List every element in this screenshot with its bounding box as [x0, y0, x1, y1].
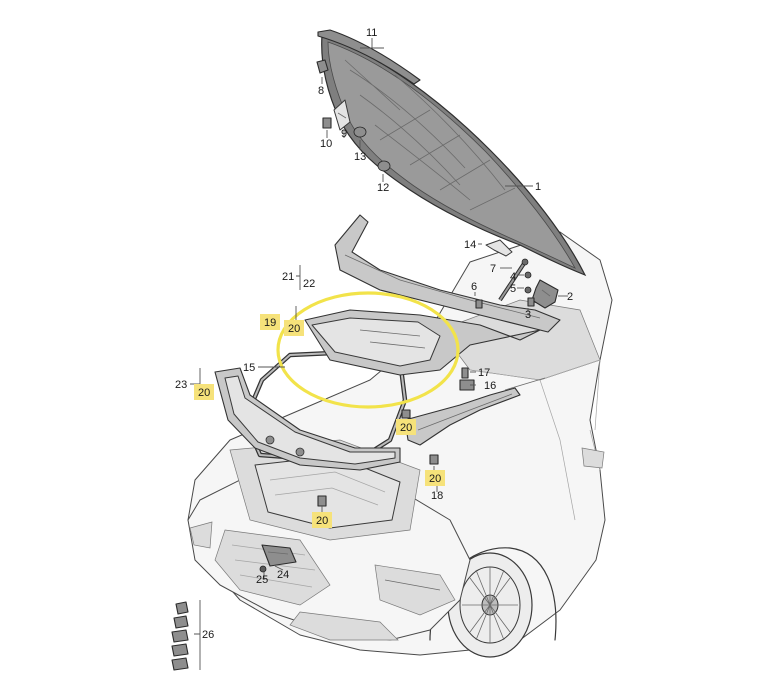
callout-11: 11 — [366, 27, 377, 39]
front-wheel — [447, 552, 533, 658]
callout-26: 26 — [202, 629, 214, 641]
callout-13: 13 — [354, 151, 366, 163]
clip-20-side — [401, 409, 411, 419]
side-trim-right — [404, 377, 546, 446]
bumper-13 — [353, 126, 367, 138]
clip-20-frunk — [317, 495, 327, 507]
callout-17: 17 — [478, 367, 490, 379]
callout-20-frunk-box — [312, 512, 332, 528]
callout-20-side: 20 — [400, 422, 412, 434]
bracket-9 — [333, 99, 351, 131]
hood-hinge-assembly — [475, 239, 559, 309]
callout-20-panel-box — [194, 384, 214, 400]
highlight-ring — [276, 291, 460, 409]
callout-20-lower-box — [425, 470, 445, 486]
callout-18: 18 — [431, 490, 443, 502]
callout-20-frunk: 20 — [316, 515, 328, 527]
clip-16 — [459, 379, 475, 391]
callout-19: 19 — [264, 317, 276, 329]
clip-10 — [322, 117, 332, 129]
callout-20-cowl: 20 — [288, 323, 300, 335]
callout-25: 25 — [256, 574, 268, 586]
callout-8: 8 — [318, 85, 324, 97]
callout-4: 4 — [510, 271, 516, 283]
callout-20-lower: 20 — [429, 473, 441, 485]
callout-12: 12 — [377, 182, 389, 194]
callout-5: 5 — [510, 283, 516, 295]
callout-7: 7 — [490, 263, 496, 275]
bumper-12 — [377, 160, 391, 172]
clip-set-26 — [171, 601, 189, 671]
callout-24: 24 — [277, 569, 289, 581]
callout-20-cowl-box — [284, 320, 304, 336]
clip-17 — [461, 367, 469, 379]
callout-9: 9 — [341, 128, 347, 140]
callout-22: 22 — [303, 278, 315, 290]
callout-3: 3 — [525, 309, 531, 321]
callout-19-box — [260, 314, 280, 330]
callout-15: 15 — [243, 362, 255, 374]
callout-16: 16 — [484, 380, 496, 392]
callout-2: 2 — [567, 291, 573, 303]
callout-20-side-box — [396, 419, 416, 435]
front-cross-panel — [214, 367, 401, 471]
hood-panel — [317, 29, 587, 277]
callout-14: 14 — [464, 239, 476, 251]
clip-20-lower — [429, 454, 439, 465]
callout-23: 23 — [175, 379, 187, 391]
callout-6: 6 — [471, 281, 477, 293]
callout-labels: 1 2 3 4 5 6 7 8 9 10 11 12 13 14 15 16 1… — [175, 27, 573, 641]
callout-20-panel: 20 — [198, 387, 210, 399]
callout-10: 10 — [320, 138, 332, 150]
callout-1: 1 — [535, 181, 541, 193]
trunk-latch — [259, 544, 297, 573]
callout-21: 21 — [282, 271, 294, 283]
fastener-8 — [316, 59, 329, 74]
cowl-panel — [304, 309, 541, 376]
